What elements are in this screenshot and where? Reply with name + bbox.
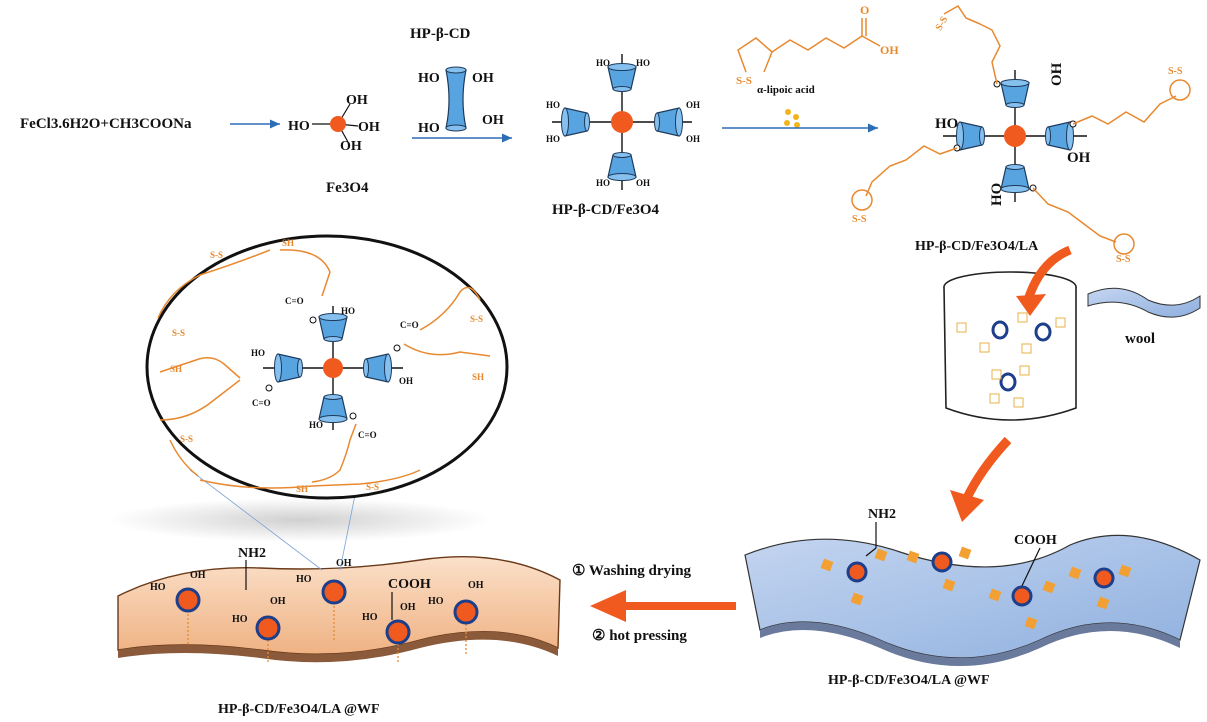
lipoic-acid-structure: O OH S-S [736,3,899,87]
process-arrow [590,590,736,622]
fe3o4-label: Fe3O4 [326,180,369,196]
svg-text:HO: HO [362,612,378,623]
svg-text:HO: HO [596,58,610,68]
svg-text:HO: HO [546,134,560,144]
svg-text:SH: SH [282,238,294,248]
svg-text:OH: OH [336,558,352,569]
svg-text:S-S: S-S [934,14,951,32]
svg-text:S-S: S-S [172,328,185,338]
svg-text:O: O [860,3,869,17]
svg-text:NH2: NH2 [868,507,896,522]
curved-arrow-into-beaker [1023,245,1072,302]
svg-text:S-S: S-S [1168,66,1183,77]
svg-text:COOH: COOH [1014,533,1057,548]
svg-text:OH: OH [358,120,380,135]
svg-text:OH: OH [1067,150,1091,166]
svg-text:HO: HO [341,306,355,316]
step-2-label: ② hot pressing [592,628,687,644]
svg-text:HO: HO [296,574,312,585]
ester-label-bottom: C=O [358,430,377,440]
hp-cd-fe3o4-la-product: HO OH OH HO [935,62,1091,206]
svg-text:HO: HO [596,178,610,188]
fe3o4-structure: HO OH OH OH [288,93,380,154]
svg-text:HO: HO [636,58,650,68]
svg-text:HO: HO [251,348,265,358]
hp-cd-fe3o4-complex: HO HO HO HO OH OH HO OH [546,54,700,190]
lipoic-dots-icon [784,109,800,128]
svg-text:OH: OH [482,113,504,128]
svg-text:S-S: S-S [1116,254,1131,265]
beaker-particles [956,312,1066,408]
svg-text:S-S: S-S [210,250,223,260]
svg-text:OH: OH [472,71,494,86]
svg-text:HO: HO [935,116,958,132]
zoom-circle: S-S SH SH S-S S-S SH SH S-S S-S HO HO OH [145,234,509,500]
zoom-complex: HO HO OH HO [251,306,413,430]
zoom-line-left [189,469,323,571]
svg-text:OH: OH [399,376,413,386]
svg-text:OH: OH [636,178,650,188]
svg-text:OH: OH [880,43,899,57]
svg-text:SH: SH [170,364,182,374]
svg-text:HO: HO [232,614,248,625]
svg-text:S-S: S-S [180,434,193,444]
svg-text:HO: HO [418,71,440,86]
beaker [943,271,1077,421]
svg-text:S-S: S-S [736,75,752,87]
wool-label: wool [1125,331,1155,347]
svg-text:OH: OH [686,100,700,110]
reactants-label: FeCl3.6H2O+CH3COONa [20,116,192,132]
svg-text:HO: HO [428,596,444,607]
left-fiber-label: HP-β-CD/Fe3O4/LA @WF [218,702,380,717]
svg-text:S-S: S-S [852,214,867,225]
ester-label-top: C=O [285,296,304,306]
ester-label-right: C=O [400,320,419,330]
svg-text:HO: HO [989,183,1005,206]
hp-cd-reagent-icon: HO HO OH OH [418,66,504,136]
svg-text:HO: HO [546,100,560,110]
wool-piece [1087,287,1201,318]
svg-text:HO: HO [288,119,310,134]
hp-cd-title: HP-β-CD [410,26,471,42]
svg-text:OH: OH [686,134,700,144]
svg-text:S-S: S-S [470,314,483,324]
svg-text:OH: OH [1049,62,1065,86]
complex-label: HP-β-CD/Fe3O4 [552,202,660,218]
blue-wool-fiber: NH2 COOH [744,507,1201,666]
curved-arrow-to-fiber [961,436,1012,502]
svg-text:S-S: S-S [366,482,379,492]
la-chains-top: S-S S-S S-S S-S [851,5,1191,265]
svg-text:OH: OH [340,139,362,154]
ester-label-left: C=O [252,398,271,408]
product-label: HP-β-CD/Fe3O4/LA [915,239,1039,254]
svg-text:HO: HO [309,420,323,430]
svg-text:OH: OH [346,93,368,108]
svg-text:SH: SH [472,372,484,382]
svg-text:HO: HO [150,582,166,593]
svg-text:OH: OH [468,580,484,591]
svg-text:OH: OH [270,596,286,607]
zoom-thiol-chains: S-S SH SH S-S S-S SH SH S-S S-S [157,238,491,494]
svg-text:COOH: COOH [388,577,431,592]
svg-text:OH: OH [400,602,416,613]
svg-text:NH2: NH2 [238,546,266,561]
svg-text:OH: OH [190,570,206,581]
svg-text:HO: HO [418,121,440,136]
svg-text:SH: SH [296,484,308,494]
right-fiber-label: HP-β-CD/Fe3O4/LA @WF [828,673,990,688]
tan-wool-fiber: NH2 COOH HO OH HO OH HO OH HO OH HO OH [117,546,561,664]
step-1-label: ① Washing drying [572,563,692,579]
lipoic-acid-label: α-lipoic acid [757,84,815,96]
